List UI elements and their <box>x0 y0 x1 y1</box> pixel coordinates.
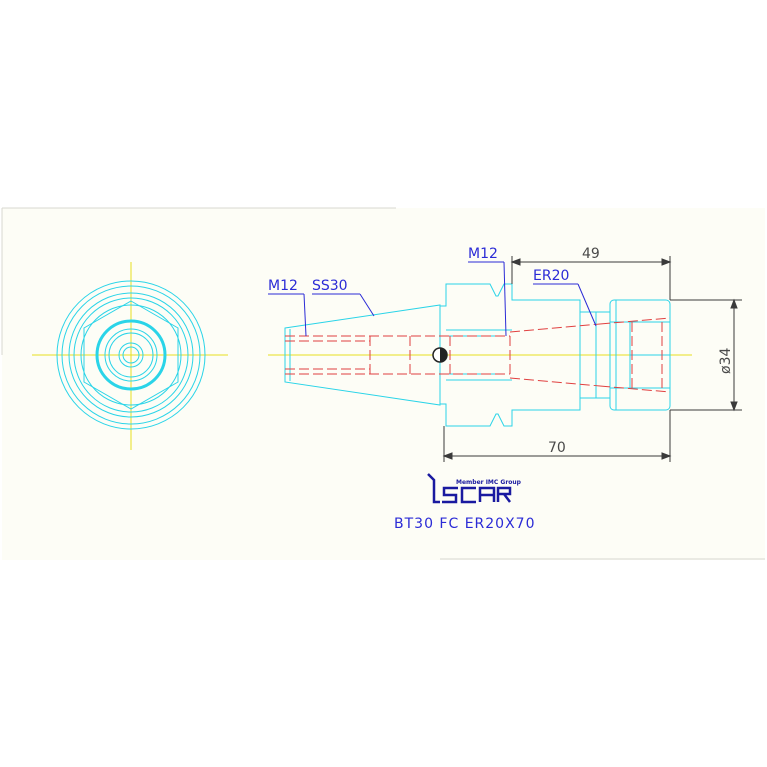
callout-m12-left: M12 <box>268 278 298 294</box>
end-view-ring-3 <box>68 292 194 418</box>
callout-er20: ER20 <box>533 268 569 284</box>
end-view-bore-ring-2 <box>108 332 154 378</box>
hidden-collet-bottom <box>599 385 671 393</box>
side-view <box>268 283 692 427</box>
cross-hole-fill <box>440 348 447 362</box>
end-view-ring-4 <box>73 297 189 413</box>
dim-49-arrow-left <box>510 258 521 266</box>
end-view-ring-2 <box>61 285 201 425</box>
callouts <box>268 261 597 337</box>
dim-49-label: 49 <box>582 246 600 262</box>
callout-m12-inner: M12 <box>468 246 498 262</box>
end-view-bore-ring <box>104 328 158 382</box>
end-view-bore-center <box>122 346 140 364</box>
dim-70-arrow-right <box>661 452 672 460</box>
dim-dia-arrow-top <box>730 298 738 309</box>
callout-ss30: SS30 <box>312 278 348 294</box>
end-view-collet-ring <box>95 319 167 391</box>
end-view-ring-5 <box>80 304 182 406</box>
cross-hole-marker <box>432 347 448 363</box>
dim-49-arrow-right <box>661 258 672 266</box>
dim-dia-arrow-bottom <box>730 401 738 412</box>
end-view-outer-ring <box>56 280 206 430</box>
hidden-collet-top <box>599 317 671 325</box>
iscar-logo: Member IMC Group <box>427 473 522 504</box>
iscar-tagline: Member IMC Group <box>456 479 522 486</box>
hidden-cone-bottom <box>509 377 601 387</box>
taper-shank <box>284 304 441 406</box>
hidden-lines <box>285 317 671 393</box>
part-title: BT30 FC ER20X70 <box>394 516 536 532</box>
callout-m12-inner-leader <box>503 261 507 337</box>
dim-70-arrow-left <box>442 452 453 460</box>
dimensions <box>442 256 742 462</box>
end-view <box>32 262 228 450</box>
callout-er20-leader <box>577 283 597 327</box>
callout-ss30-leader <box>359 293 375 317</box>
dim-dia-label: ø34 <box>718 348 734 374</box>
flange-body <box>439 283 581 427</box>
nut-face <box>629 321 671 389</box>
end-view-hex-nut <box>83 300 179 410</box>
hidden-cone-top <box>509 323 601 333</box>
iscar-wordmark-graphic <box>427 473 512 504</box>
callout-m12-left-leader <box>303 293 307 337</box>
end-view-bore-inner <box>118 342 144 368</box>
dim-70-label: 70 <box>548 440 566 456</box>
